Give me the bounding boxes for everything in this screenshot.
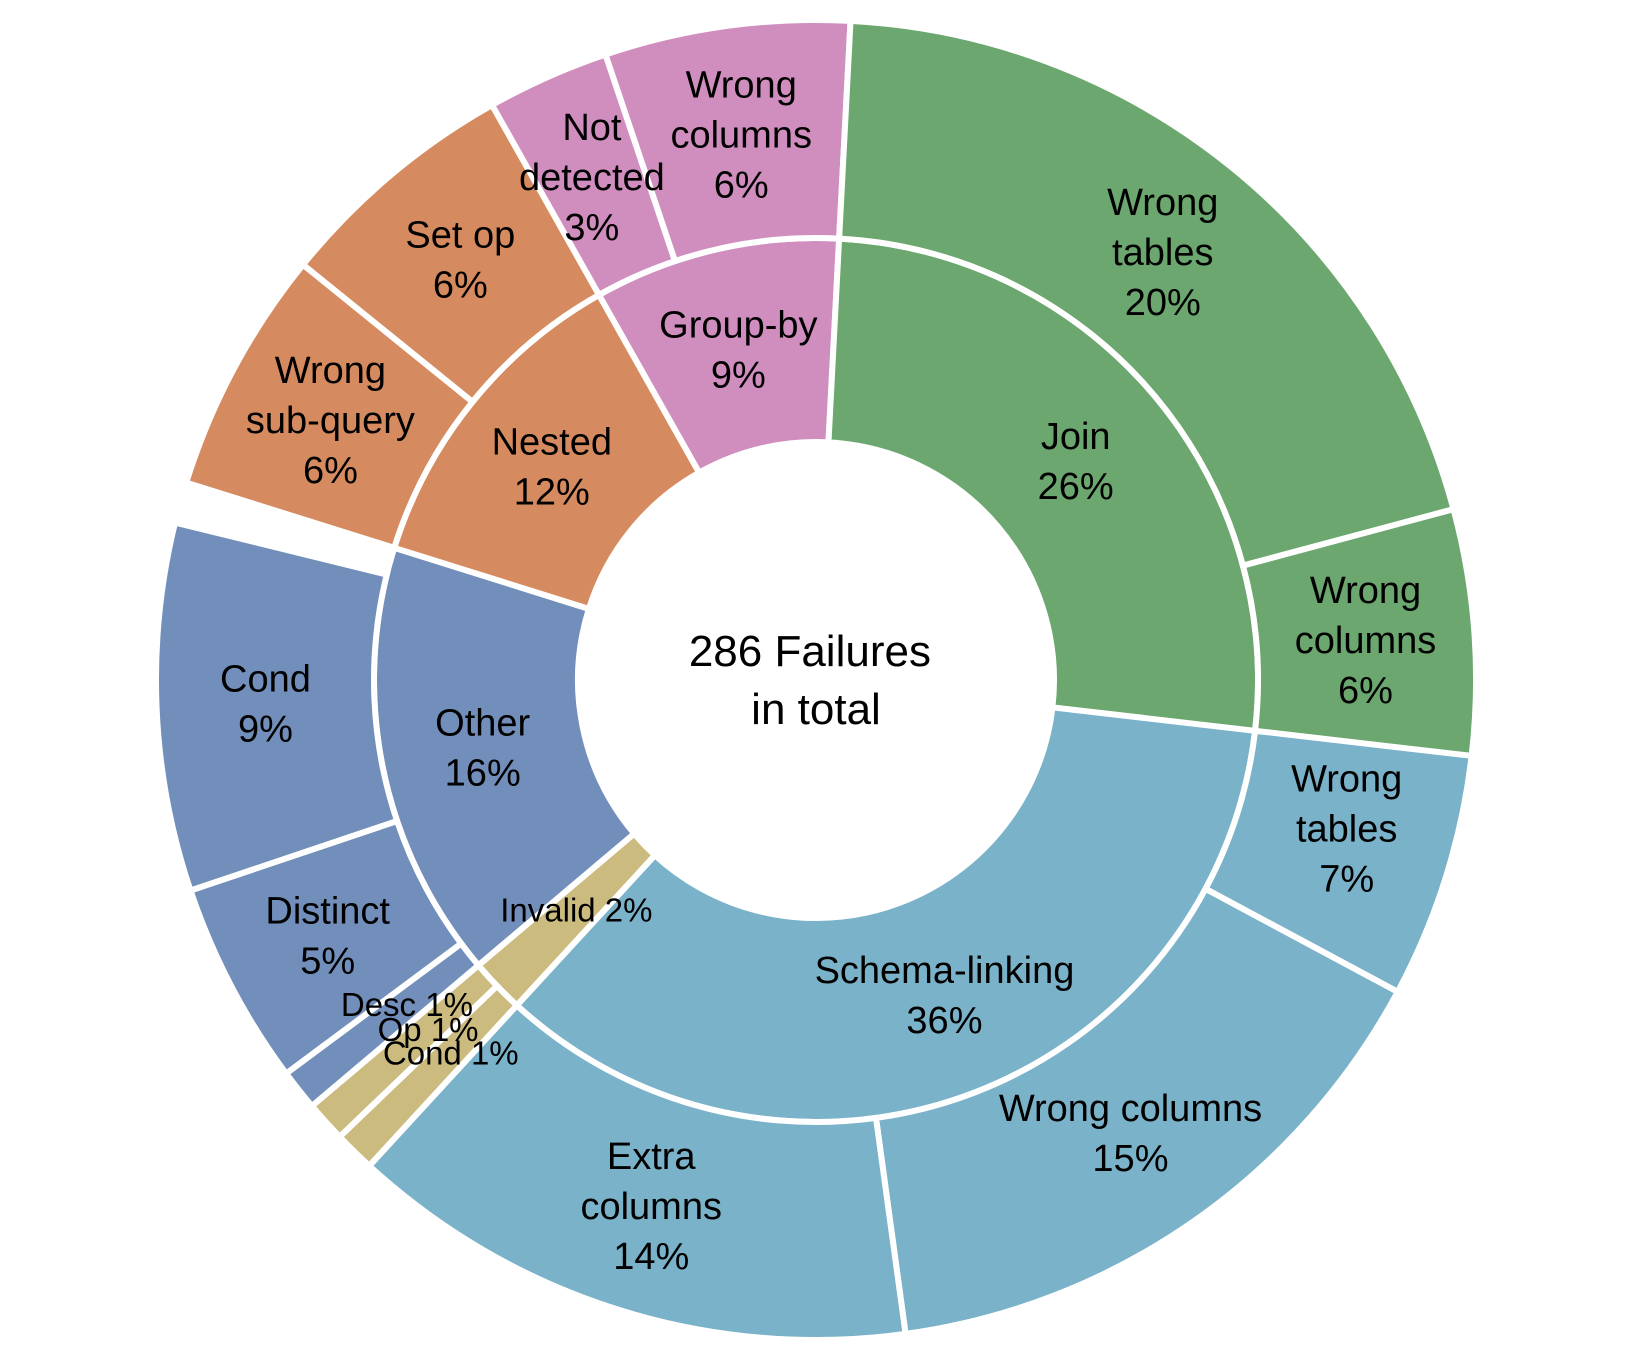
outer-label-schema-linking-wrong-tables-line-1: Wrong <box>1291 758 1402 800</box>
outer-label-join-wrong-tables-line-1: Wrong <box>1107 182 1218 224</box>
outer-label-group-by-wrong-columns-line-3: 6% <box>714 164 769 206</box>
outer-label-schema-linking-extra-columns-line-2: columns <box>580 1186 722 1228</box>
outer-label-nested-set-op: Set op 6% <box>405 214 515 306</box>
outer-label-join-wrong-tables: Wrong tables 20% <box>1107 182 1218 324</box>
outer-label-nested-set-op-line-2: 6% <box>433 264 488 306</box>
label-layer: Schema-linking 36% Wrong tables 7% Wrong colu… <box>220 64 1436 1278</box>
inner-label-other-line-2: 16% <box>445 753 521 795</box>
outer-label-group-by-not-detected-line-2: detected <box>519 157 665 199</box>
inner-label-schema-linking: Schema-linking 36% <box>815 950 1075 1042</box>
outer-label-invalid-cond: Cond 1% <box>383 1035 519 1072</box>
center-label-line-1: 286 Failures <box>689 627 931 676</box>
center-label-line-2: in total <box>751 685 881 734</box>
outer-label-group-by-wrong-columns-line-1: Wrong <box>686 64 797 106</box>
outer-label-invalid-cond-line-1: Cond 1% <box>383 1035 519 1072</box>
outer-label-other-distinct-line-2: 5% <box>300 941 355 983</box>
outer-label-join-wrong-tables-line-3: 20% <box>1125 282 1201 324</box>
outer-label-schema-linking-wrong-columns-line-1: Wrong columns <box>999 1088 1262 1130</box>
outer-label-schema-linking-extra-columns-line-3: 14% <box>613 1236 689 1278</box>
outer-label-invalid-op: Op 1% <box>378 1011 479 1048</box>
outer-slice-schema-linking-wrong-columns <box>872 884 1402 1338</box>
outer-label-join-wrong-columns-line-1: Wrong <box>1310 570 1421 612</box>
inner-label-schema-linking-line-2: 36% <box>906 1000 982 1042</box>
outer-label-schema-linking-wrong-tables: Wrong tables 7% <box>1291 758 1402 900</box>
inner-label-other: Other 16% <box>435 703 530 795</box>
outer-label-other-distinct: Distinct 5% <box>265 891 390 983</box>
outer-label-other-distinct-line-1: Distinct <box>265 891 390 933</box>
outer-label-join-wrong-columns: Wrong columns 6% <box>1295 570 1437 712</box>
outer-label-nested-wrong-sub-query-line-3: 6% <box>303 450 358 492</box>
outer-label-group-by-not-detected-line-1: Not <box>562 107 622 149</box>
outer-label-schema-linking-wrong-columns: Wrong columns 15% <box>999 1088 1262 1180</box>
outer-label-schema-linking-wrong-columns-line-2: 15% <box>1092 1138 1168 1180</box>
inner-label-nested-line-2: 12% <box>514 471 590 513</box>
outer-label-schema-linking-wrong-tables-line-3: 7% <box>1319 858 1374 900</box>
outer-label-other-desc-line-1: Desc 1% <box>341 986 473 1023</box>
outer-label-group-by-not-detected-line-3: 3% <box>564 207 619 249</box>
outer-label-schema-linking-extra-columns-line-1: Extra <box>607 1136 697 1178</box>
inner-label-join-line-1: Join <box>1041 416 1111 458</box>
outer-label-nested-set-op-line-1: Set op <box>405 214 515 256</box>
outer-label-other-desc: Desc 1% <box>341 986 473 1023</box>
outer-label-schema-linking-wrong-tables-line-2: tables <box>1296 808 1397 850</box>
outer-label-invalid-op-line-1: Op 1% <box>378 1011 479 1048</box>
inner-label-join-line-2: 26% <box>1038 466 1114 508</box>
outer-label-nested-wrong-sub-query-line-1: Wrong <box>275 350 386 392</box>
center-label: 286 Failures in total <box>689 627 943 734</box>
inner-label-nested: Nested 12% <box>492 421 612 513</box>
outer-slice-join-wrong-tables <box>835 17 1458 570</box>
outer-label-nested-wrong-sub-query-line-2: sub-query <box>246 400 415 442</box>
inner-label-group-by: Group-by 9% <box>659 304 817 396</box>
outer-slice-other-cond <box>153 518 401 895</box>
outer-label-schema-linking-extra-columns: Extra columns 14% <box>580 1136 722 1278</box>
inner-label-schema-linking-line-1: Schema-linking <box>815 950 1075 992</box>
outer-slice-schema-linking-extra-columns <box>365 1001 909 1343</box>
outer-slice-join-wrong-columns <box>1239 505 1479 760</box>
inner-label-join: Join 26% <box>1038 416 1114 508</box>
inner-label-group-by-line-2: 9% <box>711 354 766 396</box>
inner-label-invalid: Invalid 2% <box>500 891 652 928</box>
outer-label-other-cond-line-2: 9% <box>238 708 293 750</box>
outer-label-join-wrong-tables-line-2: tables <box>1112 232 1213 274</box>
outer-label-join-wrong-columns-line-2: columns <box>1295 620 1437 662</box>
outer-label-nested-wrong-sub-query: Wrong sub-query 6% <box>246 350 415 492</box>
outer-label-group-by-wrong-columns: Wrong columns 6% <box>670 64 812 206</box>
outer-label-join-wrong-columns-line-3: 6% <box>1338 670 1393 712</box>
outer-label-group-by-not-detected: Not detected 3% <box>519 107 665 249</box>
wedge-layer <box>153 17 1479 1343</box>
inner-label-invalid-line-1: Invalid 2% <box>500 891 652 928</box>
inner-label-group-by-line-1: Group-by <box>659 304 817 346</box>
inner-label-nested-line-1: Nested <box>492 421 612 463</box>
outer-label-other-cond-line-1: Cond <box>220 658 311 700</box>
inner-label-other-line-1: Other <box>435 703 530 745</box>
outer-label-group-by-wrong-columns-line-2: columns <box>670 114 812 156</box>
outer-label-other-cond: Cond 9% <box>220 658 311 750</box>
